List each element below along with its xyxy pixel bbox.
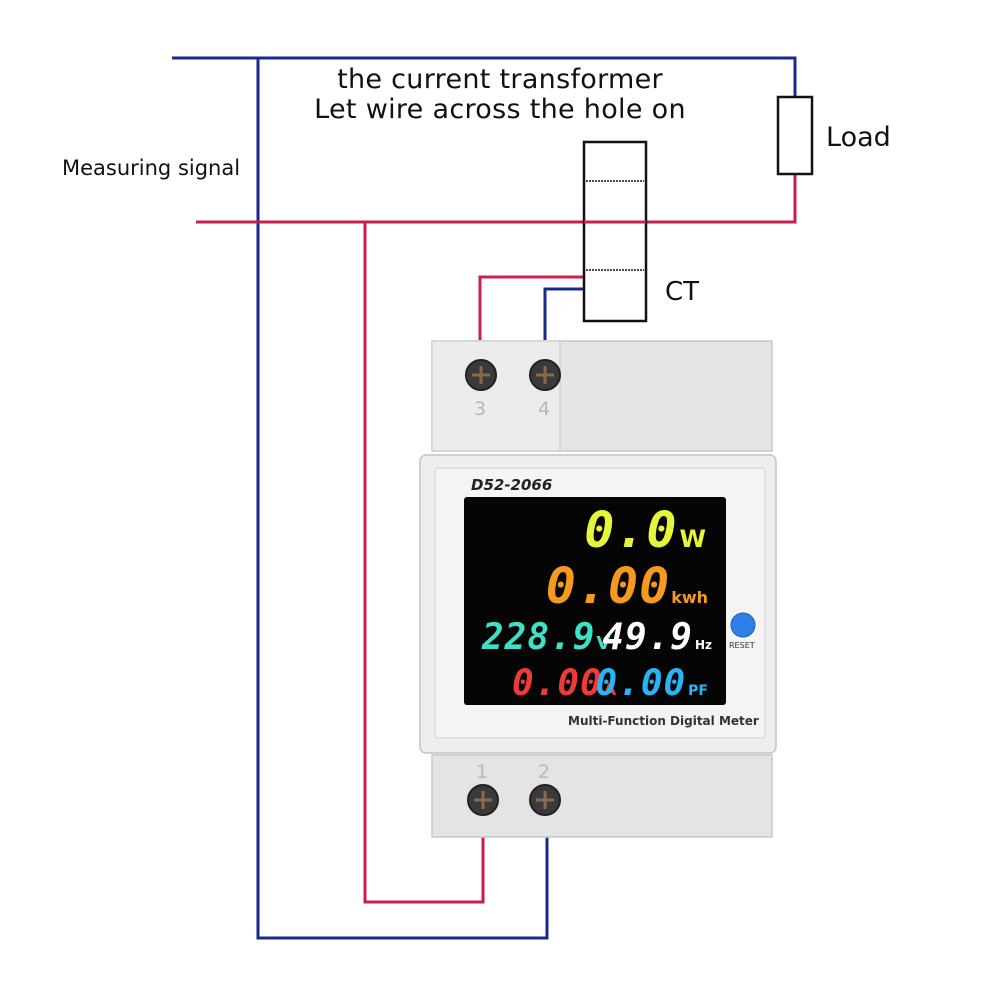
current-reading: 0.00 A bbox=[512, 663, 616, 704]
terminal-4-number: 4 bbox=[538, 398, 551, 420]
terminal-2-number: 2 bbox=[538, 761, 551, 783]
energy-value: 0.00 bbox=[545, 557, 671, 615]
load-resistor bbox=[776, 95, 814, 176]
power-factor-unit: PF bbox=[688, 683, 708, 699]
terminal-3-number: 3 bbox=[474, 398, 487, 420]
energy-reading: 0.00 kwh bbox=[546, 557, 708, 615]
ct-signal-wire-red bbox=[478, 275, 584, 340]
current-transformer bbox=[582, 140, 648, 323]
frequency-reading: 49.9 Hz bbox=[602, 617, 712, 658]
power-factor-value: 0.00 bbox=[595, 663, 687, 704]
voltage-reading: 228.9 V bbox=[482, 617, 610, 658]
energy-unit: kwh bbox=[671, 588, 708, 607]
voltage-unit: V bbox=[596, 633, 611, 654]
measuring-signal-label: Measuring signal bbox=[62, 156, 241, 180]
power-unit: W bbox=[679, 525, 706, 553]
ct-instruction-line-2: Let wire across the hole on bbox=[314, 94, 686, 125]
power-reading: 0.0 W bbox=[584, 501, 706, 559]
frequency-value: 49.9 bbox=[602, 617, 693, 658]
live-wire-top bbox=[196, 174, 797, 224]
ct-signal-wire-blue bbox=[543, 287, 584, 340]
reset-label: RESET bbox=[729, 641, 755, 650]
live-wire-return bbox=[363, 222, 485, 904]
terminal-1-number: 1 bbox=[476, 761, 489, 783]
meter-caption: Multi-Function Digital Meter bbox=[568, 714, 759, 728]
wires bbox=[172, 56, 797, 940]
neutral-wire-top bbox=[172, 56, 797, 97]
current-value: 0.00 bbox=[512, 663, 603, 704]
power-factor-reading: 0.00 PF bbox=[595, 663, 708, 704]
current-unit: A bbox=[603, 680, 617, 699]
neutral-wire-return bbox=[256, 58, 549, 940]
reset-button[interactable] bbox=[730, 612, 756, 638]
frequency-unit: Hz bbox=[694, 638, 712, 652]
lcd-display: 0.0 W 0.00 kwh 228.9 V 49.9 Hz 0.00 A 0.… bbox=[464, 497, 726, 705]
voltage-value: 228.9 bbox=[482, 617, 596, 658]
load-label: Load bbox=[826, 122, 891, 153]
ct-label: CT bbox=[665, 277, 700, 307]
meter-model: D52-2066 bbox=[471, 476, 553, 494]
ct-instruction-line-1: the current transformer bbox=[337, 64, 663, 95]
power-value: 0.0 bbox=[584, 501, 678, 559]
